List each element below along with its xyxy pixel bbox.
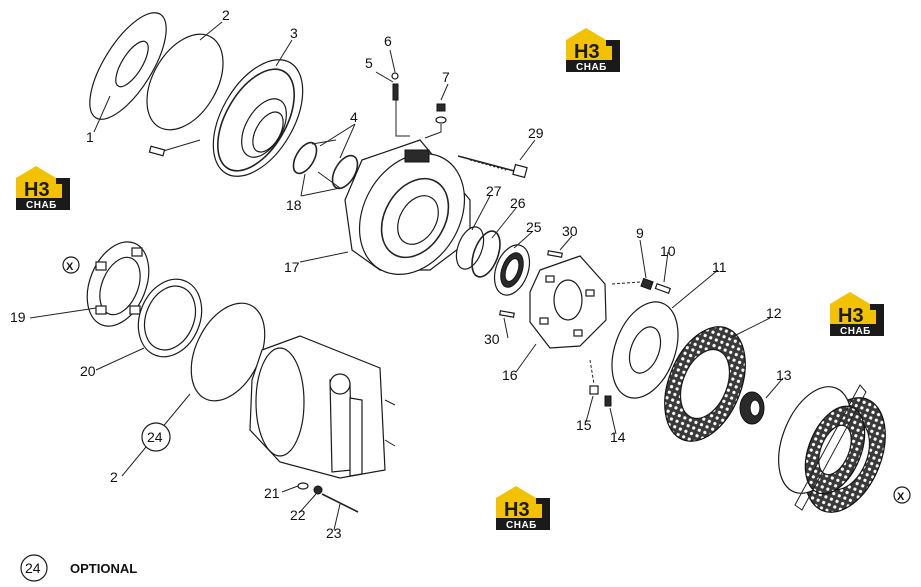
part-13-gear-hub: [739, 391, 765, 425]
label-17: 17: [284, 259, 300, 275]
label-13: 13: [776, 367, 792, 383]
axle-housing: [249, 335, 396, 479]
svg-text:СНАБ: СНАБ: [506, 520, 537, 531]
svg-text:H3: H3: [838, 305, 864, 327]
label-2-top: 2: [222, 7, 230, 23]
label-10: 10: [660, 243, 676, 259]
label-20: 20: [80, 363, 96, 379]
label-14: 14: [610, 429, 626, 445]
label-21: 21: [264, 485, 280, 501]
optional-disc-pack: [778, 384, 886, 513]
callout-x-right-circle: [893, 486, 911, 504]
watermark-logo-top-right: H3 СНАБ: [566, 28, 620, 73]
label-7: 7: [442, 69, 450, 85]
part-11-plate: [611, 301, 679, 399]
part-30-pins: [499, 250, 563, 318]
label-30-bottom: 30: [484, 331, 500, 347]
part-12-friction-disc: [664, 326, 746, 442]
label-26: 26: [510, 195, 526, 211]
watermark-logo-bottom: H3 СНАБ: [496, 486, 550, 531]
part-29-bolt: [457, 155, 528, 179]
part-25-26-27-seals: [455, 226, 531, 296]
label-5: 5: [365, 55, 373, 71]
part-2-gasket: [146, 33, 224, 131]
label-30-top: 30: [562, 223, 578, 239]
legend-optional: 24 OPTIONAL: [20, 554, 137, 582]
label-6: 6: [384, 33, 392, 49]
callout-x-left-circle: [62, 256, 80, 274]
leader-lines: [29, 21, 784, 531]
part-20-gasket: [137, 278, 203, 358]
watermark-logo-right: H3 СНАБ: [830, 292, 884, 337]
label-18: 18: [286, 197, 302, 213]
label-25: 25: [526, 219, 542, 235]
label-24: 24: [147, 429, 163, 445]
label-9: 9: [636, 225, 644, 241]
label-x-right: X: [897, 491, 905, 503]
label-2-bottom: 2: [110, 469, 118, 485]
label-1: 1: [86, 129, 94, 145]
svg-text:H3: H3: [24, 179, 50, 201]
svg-text:СНАБ: СНАБ: [576, 62, 607, 73]
part-3-cover: [148, 59, 304, 177]
label-12: 12: [766, 305, 782, 321]
part-4-orings: [292, 139, 359, 190]
label-15: 15: [576, 417, 592, 433]
label-3: 3: [290, 25, 298, 41]
label-22: 22: [290, 507, 306, 523]
label-11: 11: [712, 259, 727, 275]
label-x-left: X: [66, 261, 74, 273]
legend-symbol: 24: [25, 560, 41, 576]
part-16-carrier: [529, 255, 607, 349]
svg-text:H3: H3: [574, 41, 600, 63]
label-29: 29: [528, 125, 544, 141]
part-5-6-7-fasteners: [391, 72, 447, 139]
part-17-housing: [344, 139, 471, 275]
svg-text:H3: H3: [504, 499, 530, 521]
part-14-15-fasteners: [589, 359, 612, 407]
legend-symbol-circle: [20, 554, 48, 582]
part-9-10-fasteners: [611, 277, 672, 294]
label-23: 23: [326, 525, 342, 541]
part-19-ring: [86, 241, 150, 327]
callout-24-circle: [141, 422, 171, 452]
label-19: 19: [10, 309, 26, 325]
svg-text:СНАБ: СНАБ: [26, 200, 57, 211]
legend-text: OPTIONAL: [70, 561, 137, 576]
part-1-plate: [89, 12, 167, 120]
label-16: 16: [502, 367, 518, 383]
label-27: 27: [486, 183, 502, 199]
watermark-logo-left: H3 СНАБ: [16, 166, 70, 211]
part-21-22-23-fasteners: [297, 482, 359, 513]
part-labels: 1 2 2 3 4 5 6 7 9 10 11 12 13 14 15 16 1…: [10, 7, 911, 541]
label-4: 4: [350, 109, 358, 125]
svg-text:СНАБ: СНАБ: [840, 326, 871, 337]
